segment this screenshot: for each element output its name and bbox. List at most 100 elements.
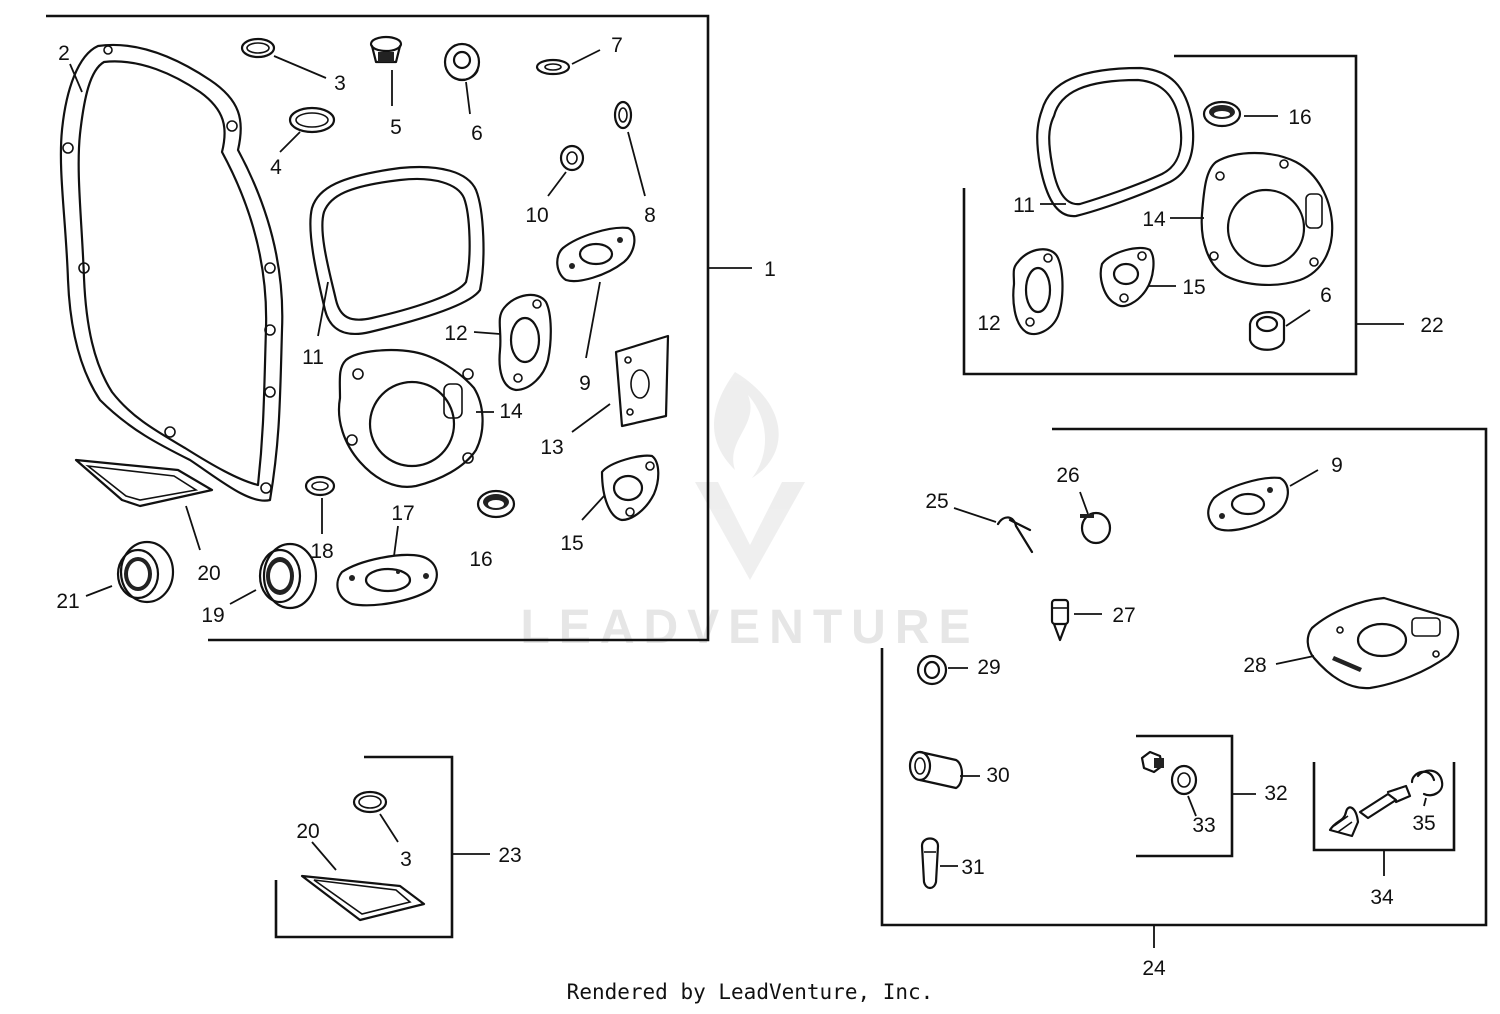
callout-1: 1 bbox=[764, 258, 776, 281]
crankcase-gasket bbox=[59, 43, 284, 502]
callout-22-16: 16 bbox=[1288, 106, 1311, 129]
gasket-15 bbox=[600, 454, 660, 522]
callout-12: 12 bbox=[444, 322, 467, 345]
callout-23-20: 20 bbox=[296, 820, 319, 843]
o-ring-3 bbox=[240, 37, 276, 59]
callout-22-11: 11 bbox=[1013, 194, 1035, 217]
callout-23: 23 bbox=[498, 844, 521, 867]
seal-6-22 bbox=[1248, 311, 1286, 351]
callout-18: 18 bbox=[310, 540, 333, 563]
plug-5 bbox=[369, 35, 403, 64]
callout-22-14: 14 bbox=[1142, 208, 1166, 231]
oil-seal-21 bbox=[116, 540, 175, 604]
o-ring-3-23 bbox=[352, 790, 388, 814]
callout-17: 17 bbox=[391, 502, 414, 525]
rocker-cover-gasket-22 bbox=[1036, 66, 1195, 218]
pin-31 bbox=[920, 837, 940, 890]
callout-10: 10 bbox=[525, 204, 548, 227]
callout-28: 28 bbox=[1243, 654, 1266, 677]
washer-7 bbox=[535, 58, 571, 76]
callout-22-6: 6 bbox=[1320, 284, 1332, 307]
callout-14: 14 bbox=[499, 400, 523, 423]
gasket-plate-13 bbox=[614, 334, 670, 428]
washer-18 bbox=[304, 475, 336, 497]
callout-13: 13 bbox=[540, 436, 563, 459]
callout-7: 7 bbox=[611, 34, 623, 57]
carburetor-gasket-28 bbox=[1306, 596, 1460, 690]
callout-26: 26 bbox=[1056, 464, 1079, 487]
callout-30: 30 bbox=[986, 764, 1009, 787]
callout-3: 3 bbox=[334, 72, 346, 95]
washer-29 bbox=[916, 654, 948, 686]
callout-25: 25 bbox=[925, 490, 948, 513]
clamp-35 bbox=[1410, 769, 1444, 797]
breather-gasket-20 bbox=[74, 458, 214, 508]
callout-16: 16 bbox=[469, 548, 492, 571]
spring-34 bbox=[1328, 806, 1360, 838]
clip-25 bbox=[996, 516, 1034, 554]
callout-15: 15 bbox=[560, 532, 583, 555]
washer-33 bbox=[1170, 764, 1198, 796]
group-22-frame bbox=[962, 54, 1358, 376]
kit-group-24: 24 25 26 9 27 bbox=[880, 427, 1488, 980]
kit-group-1: 1 2 3 4 5 bbox=[46, 14, 776, 642]
callout-8: 8 bbox=[644, 204, 656, 227]
callout-22-12: 12 bbox=[977, 312, 1000, 335]
kit-group-23: 23 3 20 bbox=[274, 755, 522, 939]
callout-34: 34 bbox=[1370, 886, 1394, 909]
washer-10 bbox=[559, 144, 585, 172]
rocker-cover-gasket bbox=[309, 165, 485, 336]
bushing-30 bbox=[908, 750, 964, 790]
callout-24-9: 9 bbox=[1331, 454, 1343, 477]
bolt-32 bbox=[1140, 750, 1164, 774]
callout-2: 2 bbox=[58, 42, 70, 65]
watermark-text: LEADVENTURE bbox=[520, 601, 979, 654]
gasket-15-22 bbox=[1099, 246, 1155, 308]
group-32-frame bbox=[1136, 734, 1234, 858]
callout-20: 20 bbox=[197, 562, 220, 585]
callout-19: 19 bbox=[201, 604, 224, 627]
callout-22: 22 bbox=[1420, 314, 1443, 337]
idle-screw-34 bbox=[1358, 784, 1412, 820]
o-ring-4 bbox=[288, 106, 336, 134]
group-1-frame bbox=[46, 14, 710, 642]
intake-gasket-9-24 bbox=[1207, 476, 1289, 532]
callout-21: 21 bbox=[56, 590, 79, 613]
callout-4: 4 bbox=[270, 156, 282, 179]
needle-valve-27 bbox=[1050, 598, 1070, 642]
callout-35: 35 bbox=[1412, 812, 1435, 835]
callout-33: 33 bbox=[1192, 814, 1215, 837]
footer-credit: Rendered by LeadVenture, Inc. bbox=[566, 980, 934, 1004]
gasket-17 bbox=[336, 553, 438, 607]
leadventure-logo-icon bbox=[695, 372, 805, 580]
washer-8 bbox=[613, 100, 633, 130]
callout-23-3: 3 bbox=[400, 848, 412, 871]
group-24-frame bbox=[880, 427, 1488, 927]
callout-5: 5 bbox=[390, 116, 402, 139]
breather-gasket-23 bbox=[300, 874, 426, 922]
callout-31: 31 bbox=[961, 856, 984, 879]
callout-29: 29 bbox=[977, 656, 1000, 679]
oil-seal-19 bbox=[258, 542, 318, 610]
callout-27: 27 bbox=[1112, 604, 1135, 627]
intake-gasket-9 bbox=[556, 226, 636, 283]
float-26 bbox=[1080, 511, 1112, 545]
callout-9: 9 bbox=[579, 372, 591, 395]
cylinder-head-gasket bbox=[337, 348, 484, 488]
group-34-frame bbox=[1312, 762, 1456, 852]
seal-6 bbox=[443, 42, 481, 82]
exhaust-gasket-22 bbox=[1012, 248, 1064, 336]
kit-group-22: 22 11 16 14 12 bbox=[962, 54, 1444, 376]
group-23-frame bbox=[274, 755, 454, 939]
callout-11: 11 bbox=[302, 346, 324, 369]
callout-22-15: 15 bbox=[1182, 276, 1205, 299]
valve-seal-22 bbox=[1202, 100, 1242, 128]
exhaust-gasket-12 bbox=[498, 293, 552, 392]
watermark: LEADVENTURE bbox=[520, 372, 979, 654]
callout-24: 24 bbox=[1142, 957, 1166, 980]
callout-6: 6 bbox=[471, 122, 483, 145]
head-gasket-22 bbox=[1200, 151, 1334, 287]
callout-32: 32 bbox=[1264, 782, 1287, 805]
valve-seal-16 bbox=[476, 489, 516, 519]
